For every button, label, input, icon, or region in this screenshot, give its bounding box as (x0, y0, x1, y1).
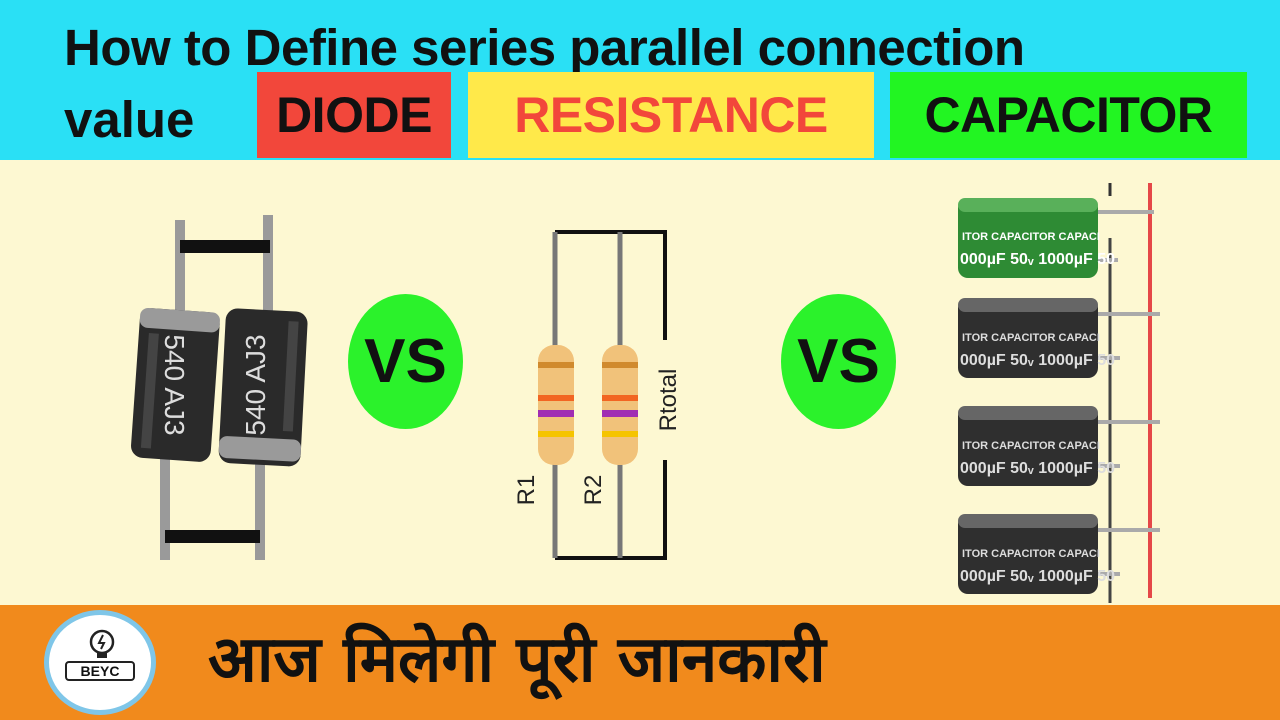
main-area: 540 AJ3 540 AJ3 VS R1 R2 Rtotal VS (0, 160, 1280, 605)
diode-tag: DIODE (257, 72, 451, 158)
r2-label: R2 (580, 475, 607, 506)
logo-text: BEYC (65, 661, 135, 681)
svg-text:000µF 50ᵥ 1000µF 50: 000µF 50ᵥ 1000µF 50 (960, 460, 1115, 477)
svg-text:ITOR CAPACITOR CAPACI: ITOR CAPACITOR CAPACI (962, 231, 1100, 243)
svg-text:000µF 50ᵥ 1000µF 50: 000µF 50ᵥ 1000µF 50 (960, 251, 1115, 268)
header-banner: How to Define series parallel connection… (0, 0, 1280, 160)
vs-badge-right: VS (781, 294, 896, 429)
title-value: value (64, 91, 195, 148)
capacitor-black-2: ITOR CAPACITOR CAPACI 000µF 50ᵥ 1000µF 5… (958, 406, 1160, 486)
resistor-parallel-diagram: R1 R2 Rtotal (513, 230, 682, 560)
capacitor-stack-image: ITOR CAPACITOR CAPACI 000µF 50ᵥ 1000µF 5… (958, 183, 1160, 603)
title-line1: How to Define series parallel connection (64, 19, 1025, 76)
diode-right-marking: 540 AJ3 (240, 334, 271, 435)
diode-pair-image: 540 AJ3 540 AJ3 (131, 215, 308, 560)
svg-text:ITOR CAPACITOR CAPACI: ITOR CAPACITOR CAPACI (962, 440, 1100, 452)
resistance-tag: RESISTANCE (468, 72, 874, 158)
footer-banner: BEYC आज मिलेगी पूरी जानकारी (0, 605, 1280, 720)
rtotal-label: Rtotal (655, 369, 682, 432)
svg-text:ITOR CAPACITOR CAPACI: ITOR CAPACITOR CAPACI (962, 548, 1100, 560)
svg-text:ITOR CAPACITOR CAPACI: ITOR CAPACITOR CAPACI (962, 332, 1100, 344)
capacitor-black-1: ITOR CAPACITOR CAPACI 000µF 50ᵥ 1000µF 5… (958, 298, 1160, 378)
capacitor-black-3: ITOR CAPACITOR CAPACI 000µF 50ᵥ 1000µF 5… (958, 514, 1160, 594)
hindi-tagline: आज मिलेगी पूरी जानकारी (208, 623, 826, 697)
channel-logo: BEYC (44, 610, 156, 715)
capacitor-green: ITOR CAPACITOR CAPACI 000µF 50ᵥ 1000µF 5… (958, 198, 1154, 278)
vs-badge-left: VS (348, 294, 463, 429)
svg-text:000µF 50ᵥ 1000µF 50: 000µF 50ᵥ 1000µF 50 (960, 568, 1115, 585)
svg-text:000µF 50ᵥ 1000µF 50: 000µF 50ᵥ 1000µF 50 (960, 352, 1115, 369)
lightbulb-icon (89, 629, 115, 658)
r1-label: R1 (513, 475, 540, 506)
diode-left-marking: 540 AJ3 (159, 334, 190, 435)
capacitor-tag: CAPACITOR (890, 72, 1247, 158)
